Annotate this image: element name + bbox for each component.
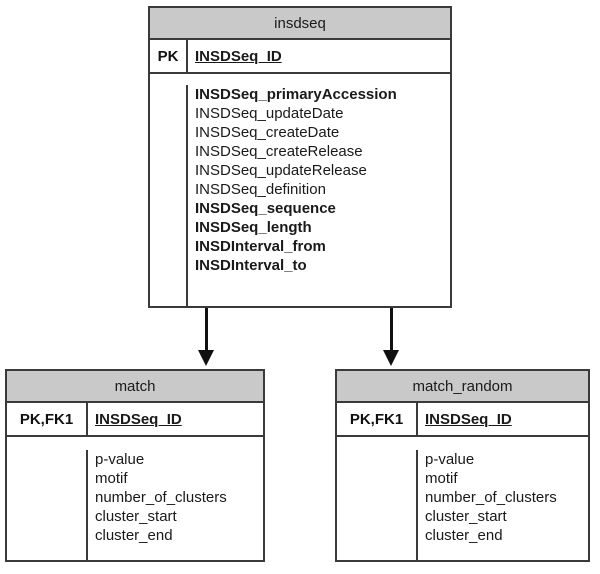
attribute-field: INSDSeq_updateDate xyxy=(195,105,344,122)
entity-match-random[interactable]: match_random PK,FK1 INSDSeq_ID p-value mo… xyxy=(335,369,590,562)
entity-match-random-pk-label: PK,FK1 xyxy=(337,403,418,435)
attribute-field: cluster_start xyxy=(95,508,177,525)
relationship-line xyxy=(205,308,208,352)
entity-match-attribute-key-column xyxy=(7,450,88,560)
entity-insdseq-attribute-key-column xyxy=(150,85,188,306)
relationship-line xyxy=(390,308,393,352)
attribute-field: p-value xyxy=(425,451,475,468)
entity-match-primary-key: INSDSeq_ID xyxy=(95,410,182,428)
attribute-field: INSDInterval_from xyxy=(195,238,326,255)
entity-match-random-title: match_random xyxy=(337,371,588,403)
entity-match-random-primary-key: INSDSeq_ID xyxy=(425,410,512,428)
entity-match-attribute-list: p-value motif number_of_clusters cluster_st… xyxy=(88,450,263,560)
attribute-field: INSDSeq_createRelease xyxy=(195,143,363,160)
attribute-field: number_of_clusters xyxy=(425,489,557,506)
entity-match-random-attribute-key-column xyxy=(337,450,418,560)
entity-insdseq-title: insdseq xyxy=(150,8,450,40)
attribute-field: INSDSeq_sequence xyxy=(195,200,336,217)
attribute-field: INSDInterval_to xyxy=(195,257,307,274)
attribute-field: p-value xyxy=(95,451,145,468)
entity-match-title: match xyxy=(7,371,263,403)
entity-insdseq-pk-label: PK xyxy=(150,40,188,72)
entity-match-pk-label: PK,FK1 xyxy=(7,403,88,435)
entity-insdseq-pk-row: PK INSDSeq_ID xyxy=(150,40,450,74)
entity-match-pk-row: PK,FK1 INSDSeq_ID xyxy=(7,403,263,437)
attribute-field: INSDSeq_primaryAccession xyxy=(195,86,397,103)
entity-match-random-pk-row: PK,FK1 INSDSeq_ID xyxy=(337,403,588,437)
entity-match-random-attribute-list: p-value motif number_of_clusters cluster_st… xyxy=(418,450,588,560)
attribute-field: cluster_end xyxy=(95,527,173,544)
attribute-field: motif xyxy=(425,470,458,487)
attribute-field: cluster_end xyxy=(425,527,503,544)
attribute-field: motif xyxy=(95,470,128,487)
arrow-down-icon xyxy=(383,350,399,366)
relationship-insdseq-to-match-random xyxy=(383,308,399,366)
relationship-insdseq-to-match xyxy=(198,308,214,366)
entity-match-attribute-row: p-value motif number_of_clusters cluster_st… xyxy=(7,437,263,560)
entity-insdseq-primary-key: INSDSeq_ID xyxy=(195,47,282,65)
attribute-field: cluster_start xyxy=(425,508,507,525)
attribute-field: INSDSeq_definition xyxy=(195,181,326,198)
entity-insdseq[interactable]: insdseq PK INSDSeq_ID INSDSeq_primaryAcc… xyxy=(148,6,452,308)
attribute-field: number_of_clusters xyxy=(95,489,227,506)
arrow-down-icon xyxy=(198,350,214,366)
attribute-field: INSDSeq_length xyxy=(195,219,312,236)
entity-match[interactable]: match PK,FK1 INSDSeq_ID p-value motif numb… xyxy=(5,369,265,562)
attribute-field: INSDSeq_createDate xyxy=(195,124,340,141)
entity-match-random-attribute-row: p-value motif number_of_clusters cluster_st… xyxy=(337,437,588,560)
attribute-field: INSDSeq_updateRelease xyxy=(195,162,367,179)
